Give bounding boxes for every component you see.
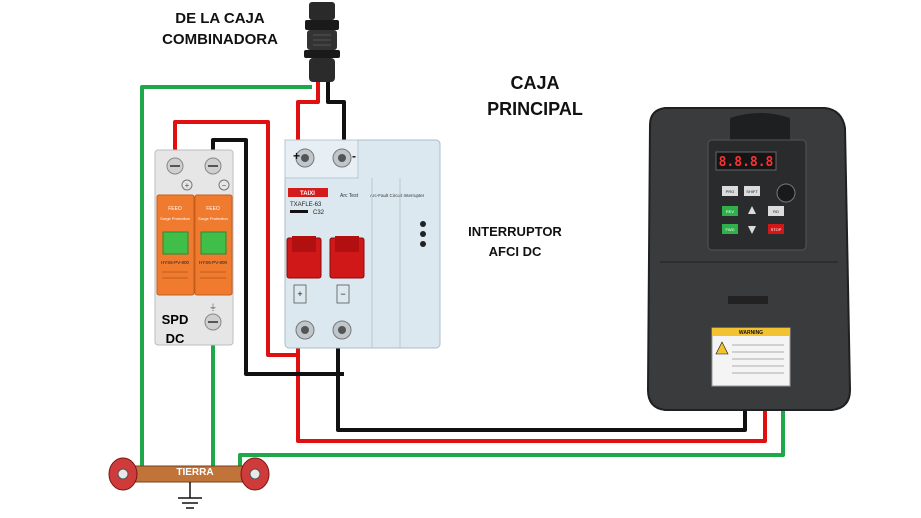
combiner-label-line1: DE LA CAJA xyxy=(175,10,265,27)
ground-wire-inverter xyxy=(238,398,785,470)
main-box-label-line1: CAJA xyxy=(510,73,560,93)
main-box-label: CAJA PRINCIPAL xyxy=(470,70,600,122)
breaker-minus: - xyxy=(352,149,356,163)
negative-wire-spd xyxy=(211,138,344,376)
svg-text:REV: REV xyxy=(726,209,735,214)
afci-breaker-label: INTERRUPTOR AFCI DC xyxy=(455,222,575,262)
breaker-model: TXAFLE-63 xyxy=(290,202,322,208)
spd-label: SPD DC xyxy=(155,310,195,348)
svg-text:PRG: PRG xyxy=(726,189,735,194)
breaker-brand: TAIXI xyxy=(300,191,315,197)
svg-text:Surge Protection: Surge Protection xyxy=(198,216,228,221)
combiner-box-label: DE LA CAJA COMBINADORA xyxy=(120,8,320,50)
spd-model: HYS6-PV-800 xyxy=(161,260,190,265)
svg-text:+: + xyxy=(185,181,190,190)
svg-text:+: + xyxy=(297,289,302,299)
breaker-afci-title: Arc-Fault Circuit Interrupter xyxy=(370,193,425,198)
negative-wire-combiner xyxy=(326,80,346,150)
positive-wire-inverter xyxy=(296,330,767,443)
afci-label-line1: INTERRUPTOR xyxy=(468,224,562,239)
wires xyxy=(140,80,785,470)
svg-text:HYS6-PV-800: HYS6-PV-800 xyxy=(199,260,228,265)
svg-text:RD: RD xyxy=(773,209,779,214)
breaker-rating: C32 xyxy=(313,210,325,216)
spd-brand: FEEO xyxy=(168,206,182,212)
svg-text:−: − xyxy=(222,181,227,190)
svg-text:⏚: ⏚ xyxy=(209,303,217,312)
spd-device: + − FEEO FEEO Surge Protection Surge Pro… xyxy=(154,149,234,346)
main-box-label-line2: PRINCIPAL xyxy=(487,99,583,119)
ground-bar xyxy=(108,457,270,509)
combiner-label-line2: COMBINADORA xyxy=(162,31,278,48)
positive-wire-combiner xyxy=(296,80,320,150)
negative-wire-inverter xyxy=(336,330,747,432)
positive-wire-spd xyxy=(173,120,298,357)
spd-label-line1: SPD xyxy=(161,312,189,327)
svg-text:−: − xyxy=(340,289,345,299)
inverter-display: 8.8.8.8 xyxy=(719,155,774,170)
svg-text:STOP: STOP xyxy=(771,227,782,232)
breaker-plus: + xyxy=(293,149,300,163)
spd-label-line2: DC xyxy=(165,331,185,346)
svg-text:Surge Protection: Surge Protection xyxy=(160,216,190,221)
combiner-connector xyxy=(304,2,340,82)
afci-breaker: + - TAIXI TXAFLE-63 C32 Arc Test Arc-Fau… xyxy=(284,139,441,349)
svg-text:FEEO: FEEO xyxy=(206,206,220,212)
svg-text:FWD: FWD xyxy=(725,227,734,232)
inverter-device: 8.8.8.8 PRG SHIFT REV RD FWD STOP WARNIN… xyxy=(646,107,852,411)
svg-text:SHIFT: SHIFT xyxy=(746,189,758,194)
ground-wire-combiner xyxy=(140,85,312,466)
warning-title: WARNING xyxy=(739,330,763,336)
afci-label-line2: AFCI DC xyxy=(488,244,542,259)
breaker-arc-test: Arc Test xyxy=(340,193,359,199)
ground-label: TIERRA xyxy=(176,467,214,478)
